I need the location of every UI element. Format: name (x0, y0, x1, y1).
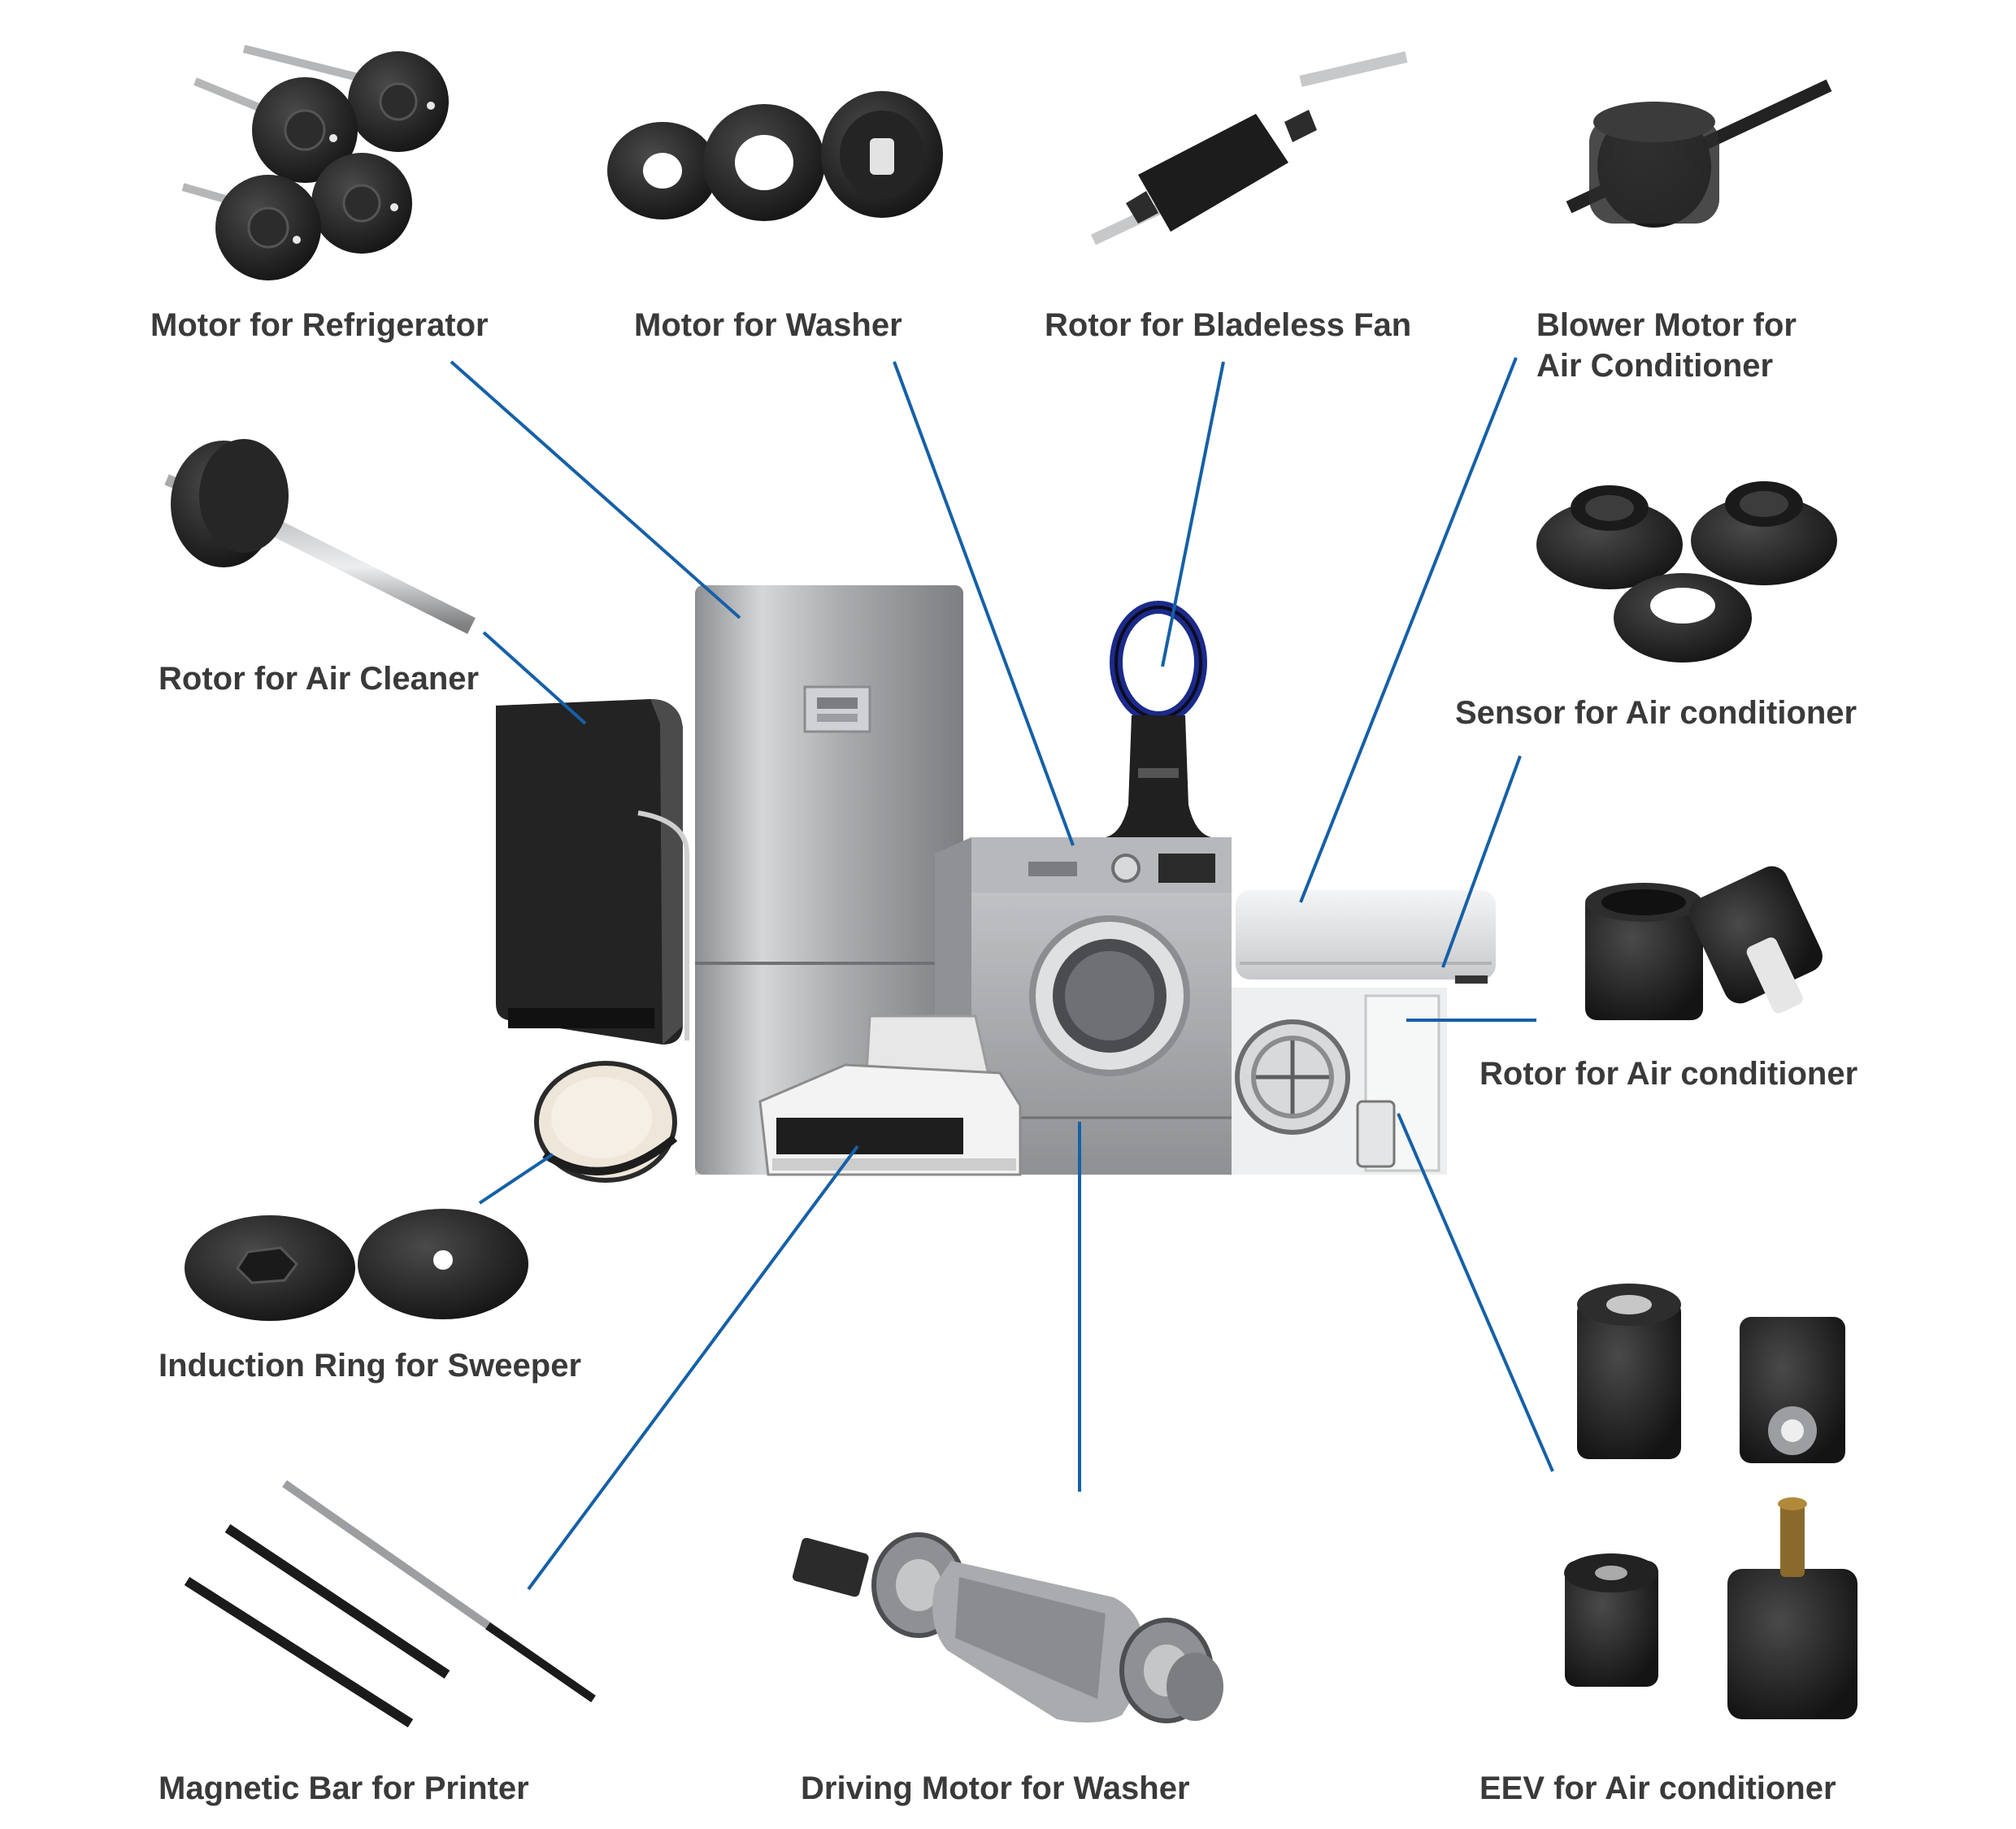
induction-ring-icon (185, 1209, 528, 1321)
label-magnetic-bar-printer: Magnetic Bar for Printer (159, 1770, 529, 1806)
ac-sensor-icon (1536, 481, 1837, 663)
label-blower-motor-line1: Blower Motor for (1536, 307, 1797, 343)
ac-outdoor-unit-illustration (1232, 988, 1447, 1175)
leader-magnetic-bar (527, 1145, 859, 1591)
leader-induction-ring (478, 1153, 554, 1205)
refrigerator-motor-icon (181, 45, 449, 280)
label-rotor-bladeless-fan: Rotor for Bladeless Fan (1045, 307, 1412, 343)
label-eev-air-conditioner: EEV for Air conditioner (1479, 1770, 1836, 1806)
label-sensor-air-conditioner: Sensor for Air conditioner (1455, 695, 1857, 731)
label-rotor-air-cleaner: Rotor for Air Cleaner (159, 661, 480, 697)
ac-rotor-icon (1585, 866, 1823, 1020)
bladeless-fan-rotor-icon (1091, 51, 1408, 245)
label-motor-refrigerator: Motor for Refrigerator (150, 307, 489, 343)
leader-motor-refrigerator (450, 360, 741, 619)
printer-illustration (758, 1014, 1022, 1176)
air-cleaner-rotor-icon (164, 439, 476, 634)
label-motor-washer: Motor for Washer (634, 307, 902, 343)
label-rotor-air-conditioner: Rotor for Air conditioner (1479, 1056, 1858, 1092)
label-induction-ring-sweeper: Induction Ring for Sweeper (159, 1348, 582, 1384)
driving-motor-icon (792, 1532, 1223, 1723)
bladeless-fan-illustration (1106, 601, 1211, 837)
label-blower-motor-line2: Air Conditioner (1536, 348, 1774, 384)
washer-motor-icon (607, 91, 943, 221)
leader-rotor-bladeless-fan (1161, 361, 1225, 667)
leader-lines (450, 357, 1554, 1591)
air-cleaner-illustration (496, 699, 689, 1045)
eev-icon (1564, 1284, 1857, 1719)
ac-indoor-unit-illustration (1236, 890, 1496, 984)
home-appliances-group-icon (496, 585, 1496, 1183)
leader-sensor-air-conditioner (1441, 755, 1522, 968)
magnetic-bar-icon (184, 1479, 596, 1728)
label-driving-motor-washer: Driving Motor for Washer (801, 1770, 1190, 1806)
leader-motor-washer (893, 361, 1075, 846)
leader-blower-motor (1299, 357, 1518, 903)
robot-vacuum-illustration (534, 1061, 678, 1183)
leader-rotor-air-cleaner (482, 631, 587, 725)
blower-motor-icon (1566, 79, 1832, 228)
leader-eev (1397, 1113, 1554, 1472)
